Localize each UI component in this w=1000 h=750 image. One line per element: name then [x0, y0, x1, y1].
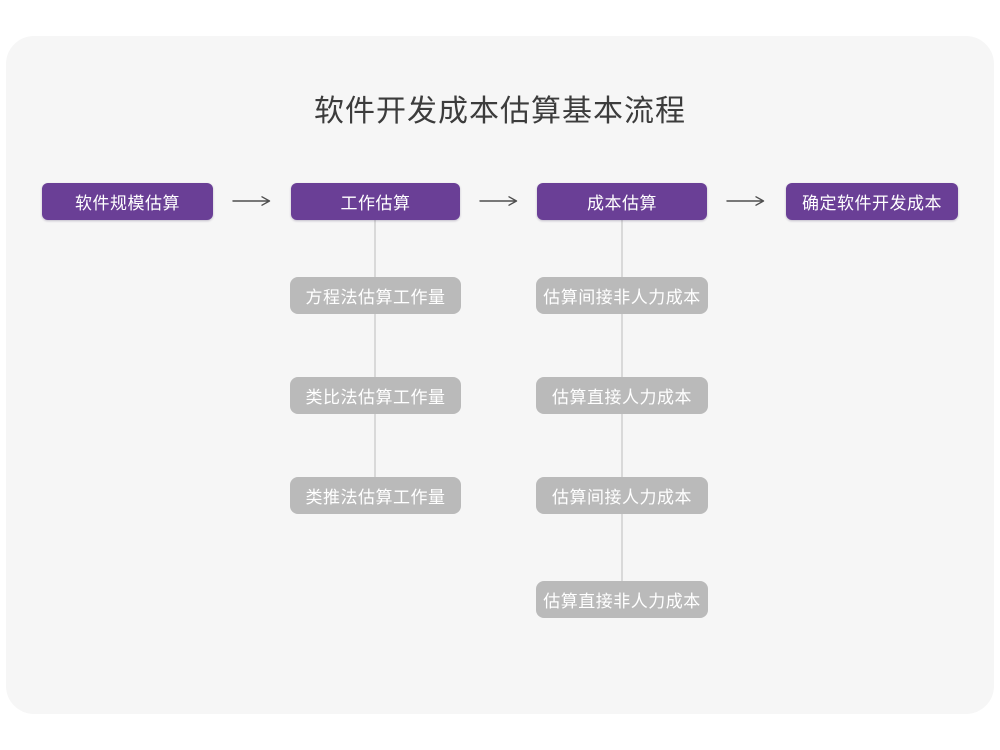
node-label: 确定软件开发成本 — [802, 194, 942, 213]
node-label: 方程法估算工作量 — [305, 288, 446, 307]
node-cost-estimation: 成本估算 — [537, 183, 707, 220]
node-software-scale-estimation: 软件规模估算 — [42, 183, 213, 220]
node-indirect-nonlabor-cost: 估算间接非人力成本 — [536, 277, 708, 314]
node-direct-nonlabor-cost: 估算直接非人力成本 — [536, 581, 708, 618]
node-label: 类推法估算工作量 — [305, 488, 446, 507]
diagram-title: 软件开发成本估算基本流程 — [314, 95, 686, 128]
node-equation-method-workload: 方程法估算工作量 — [290, 277, 461, 314]
node-label: 软件规模估算 — [75, 194, 180, 213]
node-analogy-method-workload: 类比法估算工作量 — [290, 377, 461, 414]
node-label: 工作估算 — [340, 194, 411, 213]
node-label: 估算间接非人力成本 — [543, 288, 701, 307]
node-determine-software-dev-cost: 确定软件开发成本 — [786, 183, 958, 220]
arrow-right-icon — [232, 196, 271, 206]
node-label: 估算直接人力成本 — [552, 388, 692, 407]
diagram-card — [6, 36, 994, 714]
node-label: 估算间接人力成本 — [552, 488, 692, 507]
node-work-estimation: 工作估算 — [291, 183, 460, 220]
arrow-right-icon — [479, 196, 518, 206]
connector-work-estimation — [374, 219, 376, 477]
node-label: 成本估算 — [587, 194, 657, 213]
arrow-right-icon — [726, 196, 765, 206]
node-indirect-labor-cost: 估算间接人力成本 — [536, 477, 708, 514]
node-extrapolation-method-workload: 类推法估算工作量 — [290, 477, 461, 514]
node-label: 类比法估算工作量 — [305, 388, 446, 407]
node-label: 估算直接非人力成本 — [543, 592, 701, 611]
node-direct-labor-cost: 估算直接人力成本 — [536, 377, 708, 414]
